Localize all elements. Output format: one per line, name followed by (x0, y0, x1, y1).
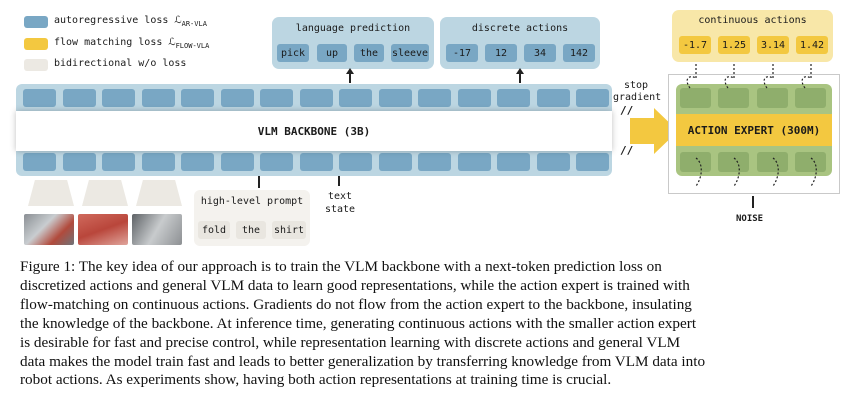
backbone-token-cell (457, 89, 491, 107)
backbone-token-cell (339, 89, 372, 107)
action-expert-bottom-cell (680, 152, 711, 172)
caption-line: robot actions. As experiments show, havi… (20, 371, 612, 389)
legend-swatch-ar (24, 16, 48, 28)
arrow-up-language (346, 68, 354, 83)
arrow-up-discrete (516, 68, 524, 83)
continuous-action-token: 1.25 (718, 36, 750, 54)
backbone-token-cell (260, 89, 293, 107)
flow-loops (686, 64, 817, 187)
discrete-action-token: 34 (524, 44, 556, 62)
discrete-action-token: -17 (446, 44, 478, 62)
discrete-actions-panel: discrete actions -17 12 34 142 (440, 17, 600, 69)
backbone-token-cell (260, 153, 293, 171)
continuous-action-token: 3.14 (757, 36, 789, 54)
continuous-action-token: 1.42 (796, 36, 828, 54)
prompt-panel: high-level prompt fold the shirt (194, 190, 310, 246)
caption-line: flow-matching on continuous actions. Gra… (20, 295, 692, 313)
backbone-token-cell (339, 153, 372, 171)
language-prediction-panel: language prediction pick up the sleeve (272, 17, 434, 69)
prompt-connector (258, 176, 260, 188)
text-state-connector (338, 176, 340, 186)
backbone-token-cell (497, 89, 530, 107)
discrete-action-token: 142 (563, 44, 595, 62)
caption-line: Figure 1: The key idea of our approach i… (20, 258, 662, 275)
legend-swatch-bidirectional (24, 59, 48, 71)
caption-line: discretized actions and general VLM data… (20, 276, 690, 294)
caption-line: the knowledge of the backbone. At infere… (20, 314, 697, 332)
camera-image (78, 214, 128, 245)
legend-label-flow: flow matching loss ℒFLOW-VLA (54, 37, 210, 50)
backbone-token-cell (102, 89, 135, 107)
backbone-token-cell (299, 89, 333, 107)
backbone-token-cell (576, 89, 609, 107)
continuous-actions-title: continuous actions (698, 15, 807, 26)
action-expert-bottom-cell (757, 152, 788, 172)
backbone-token-cell (576, 153, 609, 171)
backbone-token-cell (220, 153, 254, 171)
backbone-token-cell (378, 89, 412, 107)
backbone-token-cell (181, 89, 214, 107)
image-token-tile (28, 180, 74, 206)
vlm-backbone-label: VLM BACKBONE (3B) (257, 124, 371, 138)
language-prediction-title: language prediction (295, 23, 411, 34)
action-expert-bottom-cell (718, 152, 749, 172)
discrete-action-token: 12 (485, 44, 517, 62)
backbone-token-cell (497, 153, 530, 171)
gradient-arrow-icon (630, 108, 678, 154)
action-expert-top-cell (718, 88, 749, 108)
action-expert-top-cell (757, 88, 788, 108)
vlm-backbone-label-band: VLM BACKBONE (3B) (16, 111, 612, 151)
caption-line: data makes the model train fast and lead… (20, 352, 706, 370)
backbone-token-cell (181, 153, 214, 171)
legend-swatch-flow (24, 38, 48, 50)
caption-line: is desirable for fast and precise contro… (20, 333, 681, 351)
action-expert-label-band: ACTION EXPERT (300M) (676, 114, 832, 146)
prompt-token: the (236, 221, 266, 239)
backbone-token-cell (23, 89, 56, 107)
backbone-token-cell (141, 153, 175, 171)
stop-gradient-mark-top: // (620, 104, 634, 117)
backbone-token-cell (457, 153, 491, 171)
prompt-token: fold (198, 221, 230, 239)
action-expert-label: ACTION EXPERT (300M) (687, 123, 821, 137)
image-token-tile (136, 180, 182, 206)
language-token: pick (277, 44, 309, 62)
noise-connector (752, 196, 754, 208)
legend-label-bidirectional: bidirectional w/o loss (54, 58, 187, 69)
legend-label-ar: autoregressive loss ℒAR-VLA (54, 15, 207, 28)
figure-caption: Figure 1: The key idea of our approach i… (20, 258, 838, 390)
discrete-actions-title: discrete actions (471, 23, 569, 34)
language-token: sleeve (391, 44, 429, 62)
prompt-token: shirt (272, 221, 306, 239)
continuous-action-token: -1.7 (679, 36, 711, 54)
language-token: up (317, 44, 347, 62)
action-expert-top-cell (795, 88, 826, 108)
continuous-actions-panel: continuous actions -1.7 1.25 3.14 1.42 (672, 10, 833, 62)
backbone-token-cell (102, 153, 135, 171)
action-expert-top-cell (680, 88, 711, 108)
backbone-token-cell (536, 89, 570, 107)
camera-image (132, 214, 182, 245)
backbone-token-cell (23, 153, 56, 171)
backbone-token-cell (378, 153, 412, 171)
backbone-token-cell (141, 89, 175, 107)
backbone-token-cell (62, 153, 96, 171)
camera-image (24, 214, 74, 245)
backbone-token-cell (418, 153, 451, 171)
backbone-token-cell (220, 89, 254, 107)
backbone-token-cell (62, 89, 96, 107)
language-token: the (354, 44, 384, 62)
stop-gradient-mark-bottom: // (620, 144, 634, 157)
backbone-token-cell (418, 89, 451, 107)
prompt-title: high-level prompt (200, 196, 304, 207)
noise-label: NOISE (736, 214, 764, 224)
image-token-tile (82, 180, 128, 206)
backbone-token-cell (299, 153, 333, 171)
action-expert-bottom-cell (795, 152, 826, 172)
backbone-token-cell (536, 153, 570, 171)
